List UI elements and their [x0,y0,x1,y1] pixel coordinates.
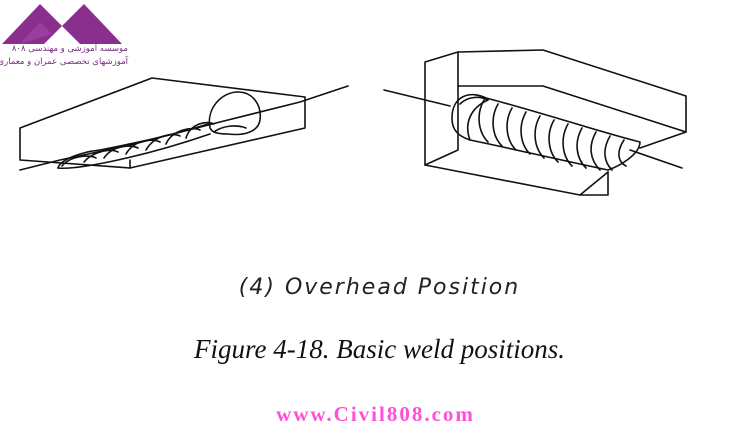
right-joint-line [383,89,451,107]
logo-text-line1: موسسه آموزشی و مهندسی ۸۰۸ [11,44,128,54]
figure-caption: Figure 4-18. Basic weld positions. [194,334,565,364]
right-weld-ripples [478,99,627,171]
position-label: (4) Overhead Position [238,275,521,300]
left-weld-figure [19,77,349,171]
watermark-url: www.Civil808.com [276,402,475,426]
left-top-plate [19,77,306,169]
right-vertical-plate [424,51,459,166]
right-weld-bead [451,93,641,171]
institute-logo: موسسه آموزشی و مهندسی ۸۰۸ آموزشهای تخصصی… [0,0,130,75]
weld-diagram [19,49,687,196]
institute-logo-icon [2,4,122,44]
logo-text-line2: آموزشهای تخصصی عمران و معماری [0,57,128,67]
right-horizontal-plate [457,49,687,149]
left-weld-cap [208,91,262,136]
right-weld-figure [383,49,687,196]
